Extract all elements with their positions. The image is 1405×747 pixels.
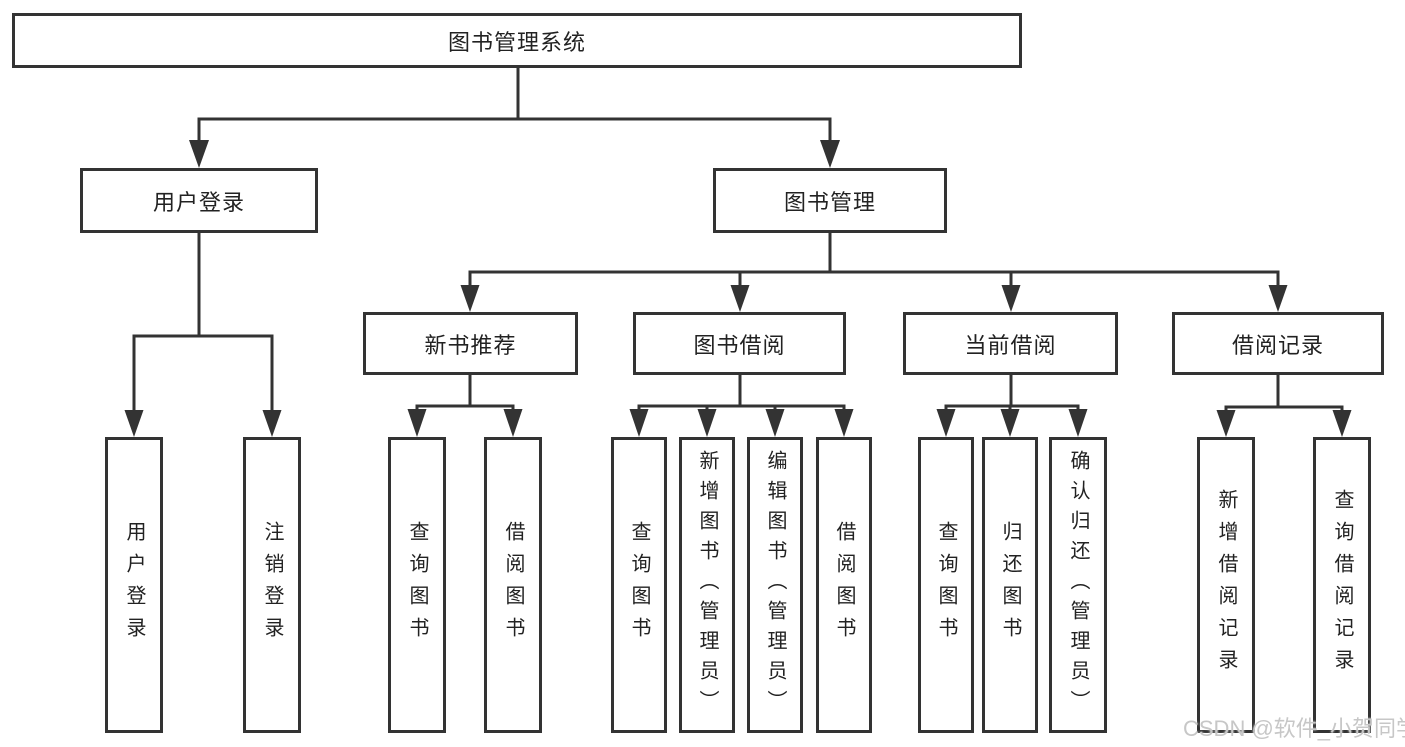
leaf-add-borrow-record: 新增借阅记录 <box>1197 437 1255 733</box>
node-user-login: 用户登录 <box>80 168 318 233</box>
arrowheads-book-mgmt <box>460 285 1288 312</box>
leaf-user-login: 用户登录 <box>105 437 163 733</box>
leaf-return-books-label: 归还图书 <box>999 521 1021 649</box>
leaf-logout-login-label: 注销登录 <box>261 521 283 649</box>
leaf-borrow-books-new-label: 借阅图书 <box>502 521 524 649</box>
arrowheads-borrow-records <box>1216 410 1352 437</box>
node-user-login-label: 用户登录 <box>152 189 245 215</box>
connector-new-books <box>415 375 515 414</box>
leaf-add-books-admin-label: 新增图书（管理员） <box>696 450 718 720</box>
node-borrow-records-label: 借阅记录 <box>1231 332 1324 358</box>
connector-book-mgmt <box>468 233 1280 287</box>
leaf-borrow-books-label: 借阅图书 <box>833 521 855 649</box>
leaf-edit-books-admin: 编辑图书（管理员） <box>747 437 803 733</box>
node-new-book-recommend: 新书推荐 <box>363 312 578 375</box>
leaf-query-books-borrow-label: 查询图书 <box>628 521 650 649</box>
connector-current-borrow <box>944 375 1080 414</box>
leaf-query-books-new-label: 查询图书 <box>406 521 428 649</box>
leaf-query-books-current-label: 查询图书 <box>935 521 957 649</box>
arrowheads-book-borrow <box>629 409 854 437</box>
leaf-query-books-current: 查询图书 <box>918 437 974 733</box>
node-current-borrow: 当前借阅 <box>903 312 1118 375</box>
arrowheads-root <box>189 140 840 168</box>
node-book-management-label: 图书管理 <box>783 189 876 215</box>
leaf-logout-login: 注销登录 <box>243 437 301 733</box>
leaf-borrow-books: 借阅图书 <box>816 437 872 733</box>
csdn-watermark: CSDN @软件_小贺同学 <box>1183 716 1405 741</box>
arrowheads-current-borrow <box>936 409 1088 437</box>
leaf-add-borrow-record-label: 新增借阅记录 <box>1215 489 1237 681</box>
connector-root <box>197 66 832 142</box>
node-book-borrow: 图书借阅 <box>633 312 846 375</box>
connector-borrow-records <box>1224 375 1344 414</box>
node-book-borrow-label: 图书借阅 <box>693 332 786 358</box>
connector-user-login <box>132 233 274 412</box>
node-book-management: 图书管理 <box>713 168 947 233</box>
node-new-book-recommend-label: 新书推荐 <box>424 332 517 358</box>
leaf-query-borrow-record-label: 查询借阅记录 <box>1331 489 1353 681</box>
node-root: 图书管理系统 <box>12 13 1022 68</box>
leaf-query-borrow-record: 查询借阅记录 <box>1313 437 1371 733</box>
leaf-query-books-borrow: 查询图书 <box>611 437 667 733</box>
node-current-borrow-label: 当前借阅 <box>964 332 1057 358</box>
node-root-label: 图书管理系统 <box>447 29 586 55</box>
leaf-confirm-return-admin: 确认归还（管理员） <box>1049 437 1107 733</box>
leaf-add-books-admin: 新增图书（管理员） <box>679 437 735 733</box>
connector-book-borrow <box>637 375 846 414</box>
leaf-return-books: 归还图书 <box>982 437 1038 733</box>
leaf-query-books-new: 查询图书 <box>388 437 446 733</box>
leaf-edit-books-admin-label: 编辑图书（管理员） <box>764 450 786 720</box>
leaf-borrow-books-new: 借阅图书 <box>484 437 542 733</box>
node-borrow-records: 借阅记录 <box>1172 312 1384 375</box>
arrowheads-new-books <box>407 409 523 437</box>
arrowheads-user-login <box>124 410 282 437</box>
leaf-user-login-label: 用户登录 <box>123 521 145 649</box>
leaf-confirm-return-admin-label: 确认归还（管理员） <box>1067 450 1089 720</box>
